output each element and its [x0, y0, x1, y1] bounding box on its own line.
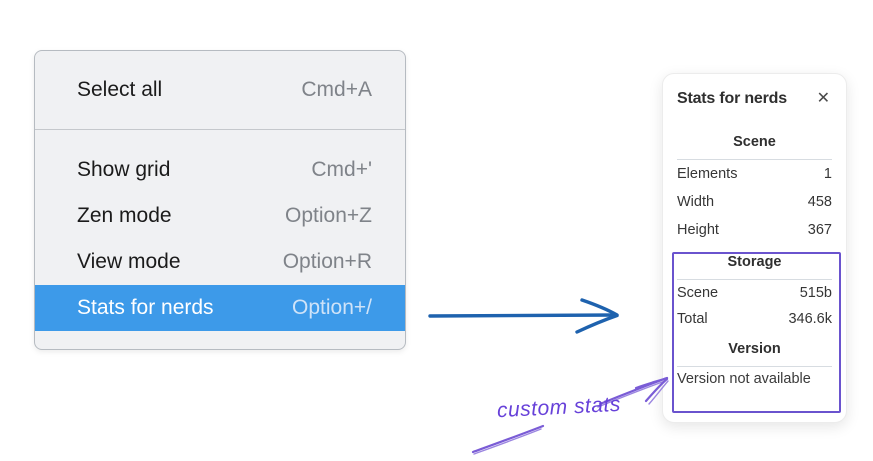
- menu-item-view-mode[interactable]: View mode Option+R: [35, 239, 405, 285]
- stat-label: Width: [677, 194, 715, 210]
- storage-section-heading: Storage: [727, 254, 782, 270]
- stat-row-total-size: Total 346.6k: [677, 306, 832, 332]
- version-section-heading: Version: [728, 341, 781, 357]
- menu-group: Show grid Cmd+' Zen mode Option+Z View m…: [35, 130, 405, 331]
- stat-label: Elements: [677, 166, 738, 182]
- menu-item-zen-mode[interactable]: Zen mode Option+Z: [35, 193, 405, 239]
- stat-row-scene-size: Scene 515b: [677, 280, 832, 306]
- stat-value: 346.6k: [788, 311, 832, 327]
- context-menu: Select all Cmd+A Show grid Cmd+' Zen mod…: [34, 50, 406, 350]
- stat-row-elements: Elements 1: [677, 160, 832, 188]
- menu-item-shortcut: Option+/: [292, 296, 372, 319]
- stats-for-nerds-panel: Stats for nerds ✕ Scene Elements 1 Width…: [662, 73, 847, 423]
- menu-item-label: Stats for nerds: [77, 296, 214, 319]
- custom-stats-label: custom stats: [496, 392, 622, 423]
- close-icon[interactable]: ✕: [816, 90, 830, 107]
- stat-value: 515b: [799, 285, 832, 301]
- panel-title: Stats for nerds: [677, 90, 787, 107]
- stat-label: Total: [677, 311, 708, 327]
- stat-value: 458: [807, 194, 832, 210]
- stat-label: Height: [677, 222, 719, 238]
- menu-item-shortcut: Option+R: [282, 250, 372, 273]
- menu-item-label: View mode: [77, 250, 181, 273]
- stat-row-width: Width 458: [677, 188, 832, 216]
- blue-arrow: [428, 298, 619, 334]
- menu-item-label: Select all: [77, 78, 163, 101]
- section-divider: [677, 366, 832, 367]
- menu-item-show-grid[interactable]: Show grid Cmd+': [35, 147, 405, 193]
- menu-item-shortcut: Cmd+A: [301, 78, 372, 101]
- stat-value: 367: [807, 222, 832, 238]
- stat-label: Scene: [677, 285, 719, 301]
- menu-divider: [35, 129, 405, 130]
- section-divider: [677, 279, 832, 280]
- menu-item-select-all[interactable]: Select all Cmd+A: [35, 51, 405, 129]
- stat-row-height: Height 367: [677, 216, 832, 244]
- section-divider: [677, 159, 832, 160]
- scene-section-heading: Scene: [733, 134, 776, 150]
- menu-item-stats-for-nerds[interactable]: Stats for nerds Option+/: [35, 285, 405, 331]
- panel-header: Stats for nerds ✕: [677, 88, 832, 110]
- menu-item-shortcut: Option+Z: [285, 204, 372, 227]
- menu-item-label: Show grid: [77, 158, 171, 181]
- version-note: Version not available: [677, 371, 811, 387]
- menu-item-label: Zen mode: [77, 204, 172, 227]
- menu-item-shortcut: Cmd+': [311, 158, 372, 181]
- stat-value: 1: [823, 166, 832, 182]
